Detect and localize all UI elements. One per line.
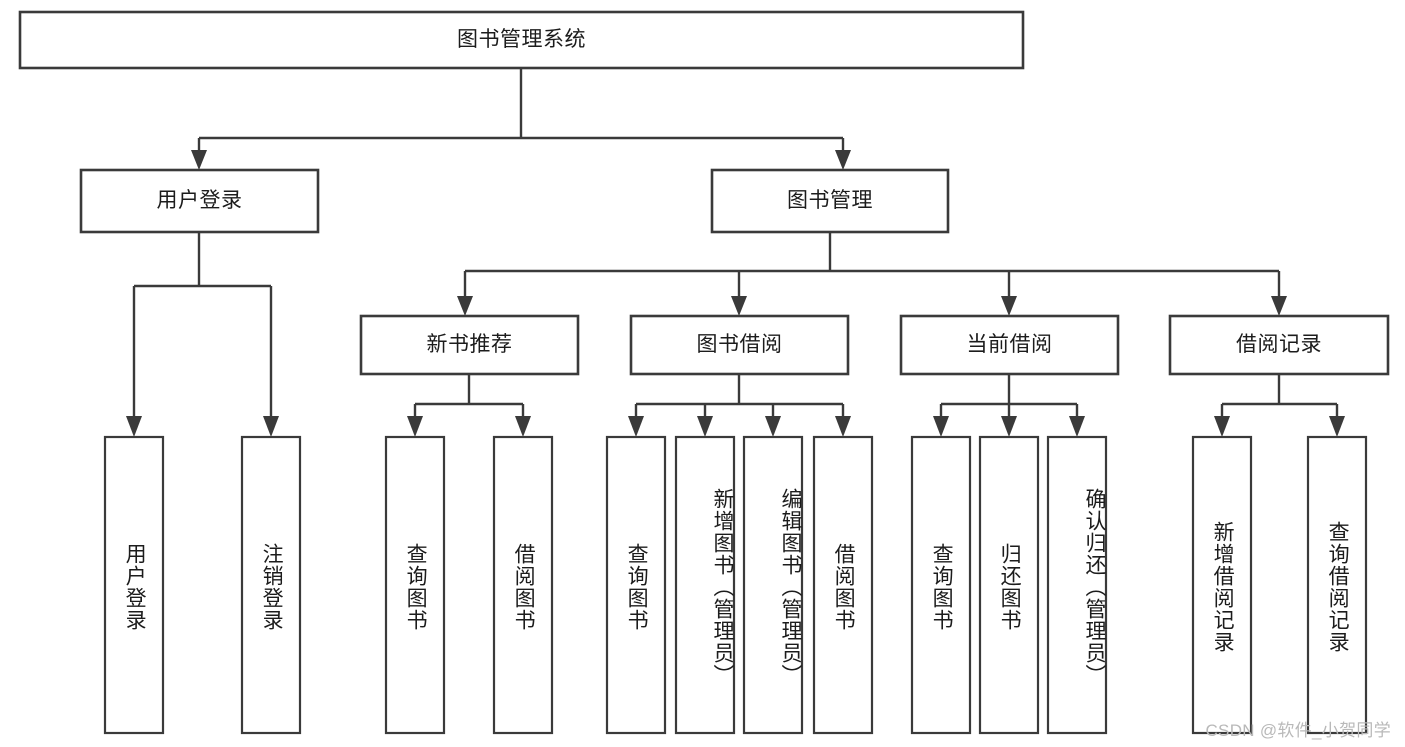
edge-newbook-to-leaves <box>413 374 525 418</box>
arrow-head-icon <box>628 416 644 437</box>
node-box-leaf-query-book-a[interactable] <box>384 435 446 735</box>
arrow-head-icon <box>457 296 473 316</box>
arrow-head-icon <box>697 416 713 437</box>
edge-userlogin-to-leaves <box>132 232 273 418</box>
node-box-book-manage[interactable] <box>710 168 950 234</box>
node-box-leaf-return-book[interactable] <box>978 435 1040 735</box>
node-box-current-borrow[interactable] <box>899 314 1120 376</box>
edge-currentborrow-to-leaves <box>939 374 1079 418</box>
node-box-borrow-record[interactable] <box>1168 314 1390 376</box>
node-box-book-borrow[interactable] <box>629 314 850 376</box>
arrow-head-icon <box>731 296 747 316</box>
arrow-head-icon <box>1271 296 1287 316</box>
arrow-head-icon <box>1069 416 1085 437</box>
watermark-text: CSDN @软件_小贺同学 <box>1205 721 1391 740</box>
arrow-head-icon <box>1214 416 1230 437</box>
arrow-head-icon <box>515 416 531 437</box>
arrow-head-icon <box>1001 416 1017 437</box>
edge-bookmanage-to-level3 <box>463 232 1281 298</box>
node-box-leaf-borrow-book-a[interactable] <box>492 435 554 735</box>
arrow-head-icon <box>835 416 851 437</box>
arrow-head-icon <box>1329 416 1345 437</box>
node-box-leaf-query-book-b[interactable] <box>605 435 667 735</box>
node-box-leaf-user-login[interactable] <box>103 435 165 735</box>
node-box-leaf-query-record[interactable] <box>1306 435 1368 735</box>
node-box-leaf-logout[interactable] <box>240 435 302 735</box>
edge-bookborrow-to-leaves <box>634 374 845 418</box>
node-box-leaf-edit-book[interactable] <box>742 435 804 735</box>
node-box-leaf-add-book[interactable] <box>674 435 736 735</box>
arrow-head-icon <box>933 416 949 437</box>
node-box-leaf-add-record[interactable] <box>1191 435 1253 735</box>
arrow-head-icon <box>835 150 851 170</box>
arrow-head-icon <box>407 416 423 437</box>
node-box-leaf-query-book-c[interactable] <box>910 435 972 735</box>
arrow-head-icon <box>263 416 279 437</box>
node-box-root[interactable] <box>18 10 1025 70</box>
arrow-head-icon <box>126 416 142 437</box>
edge-root-to-level2 <box>197 68 845 152</box>
arrow-head-icon <box>191 150 207 170</box>
arrow-head-icon <box>1001 296 1017 316</box>
edge-borrowrecord-to-leaves <box>1220 374 1339 418</box>
node-box-leaf-confirm-return[interactable] <box>1046 435 1108 735</box>
node-box-leaf-borrow-book-b[interactable] <box>812 435 874 735</box>
node-box-user-login[interactable] <box>79 168 320 234</box>
arrow-head-icon <box>765 416 781 437</box>
node-box-new-book-rec[interactable] <box>359 314 580 376</box>
